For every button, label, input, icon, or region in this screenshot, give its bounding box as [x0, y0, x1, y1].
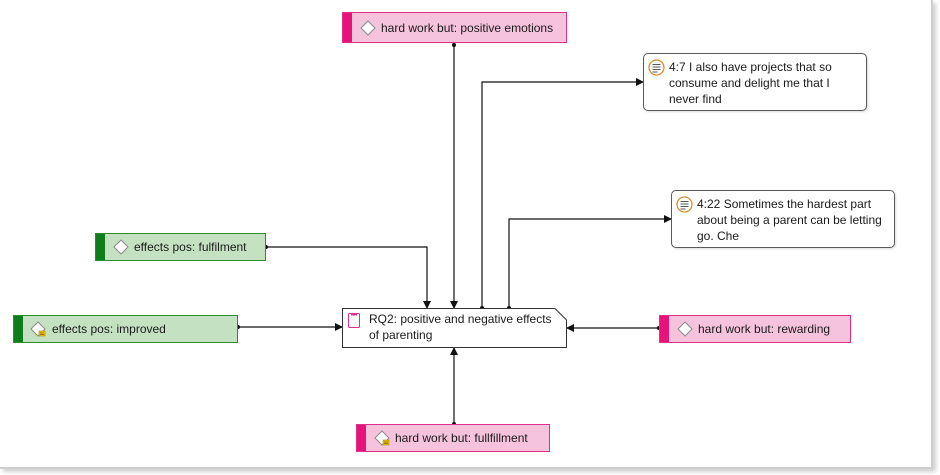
- link-quotation-4-7: [481, 78, 644, 308]
- link-pos-fulfilment: [266, 246, 431, 309]
- code-label: effects pos: improved: [52, 322, 166, 336]
- quotation-icon: [648, 59, 665, 76]
- code-node-pos-improved[interactable]: effects pos: improved: [13, 315, 238, 343]
- code-label: hard work but: fullfillment: [395, 431, 528, 445]
- code-node-pos-fulfilment[interactable]: effects pos: fulfilment: [95, 233, 266, 261]
- code-color-strip: [660, 316, 669, 342]
- quotation-text: 4:7 I also have projects that so consume…: [669, 60, 832, 106]
- memo-node-shape: [342, 308, 567, 348]
- diamond-icon: [677, 321, 693, 337]
- memo-node-rq2[interactable]: RQ2: positive and negative effects of pa…: [342, 308, 567, 348]
- code-color-strip: [343, 13, 352, 42]
- quotation-node-4-22[interactable]: 4:22 Sometimes the hardest part about be…: [671, 190, 895, 248]
- memo-icon: [348, 313, 360, 328]
- diamond-comment-icon: [30, 321, 46, 337]
- code-node-positive-emotions[interactable]: hard work but: positive emotions: [342, 12, 567, 43]
- code-color-strip: [14, 316, 23, 342]
- code-color-strip: [96, 234, 105, 260]
- diamond-icon: [360, 19, 376, 36]
- diamond-comment-icon: [374, 430, 390, 446]
- code-node-rewarding[interactable]: hard work but: rewarding: [659, 315, 851, 343]
- quotation-icon: [676, 196, 693, 213]
- code-label: hard work but: rewarding: [698, 322, 831, 336]
- code-color-strip: [357, 425, 366, 451]
- quotation-text: 4:22 Sometimes the hardest part about be…: [697, 197, 882, 243]
- link-quotation-4-22: [508, 215, 672, 308]
- quotation-node-4-7[interactable]: 4:7 I also have projects that so consume…: [643, 53, 867, 111]
- code-label: effects pos: fulfilment: [134, 240, 247, 254]
- diamond-icon: [113, 239, 129, 255]
- memo-label: RQ2: positive and negative effects of pa…: [369, 312, 552, 342]
- code-label: hard work but: positive emotions: [381, 20, 554, 35]
- code-node-fulfillment[interactable]: hard work but: fullfillment: [356, 424, 550, 452]
